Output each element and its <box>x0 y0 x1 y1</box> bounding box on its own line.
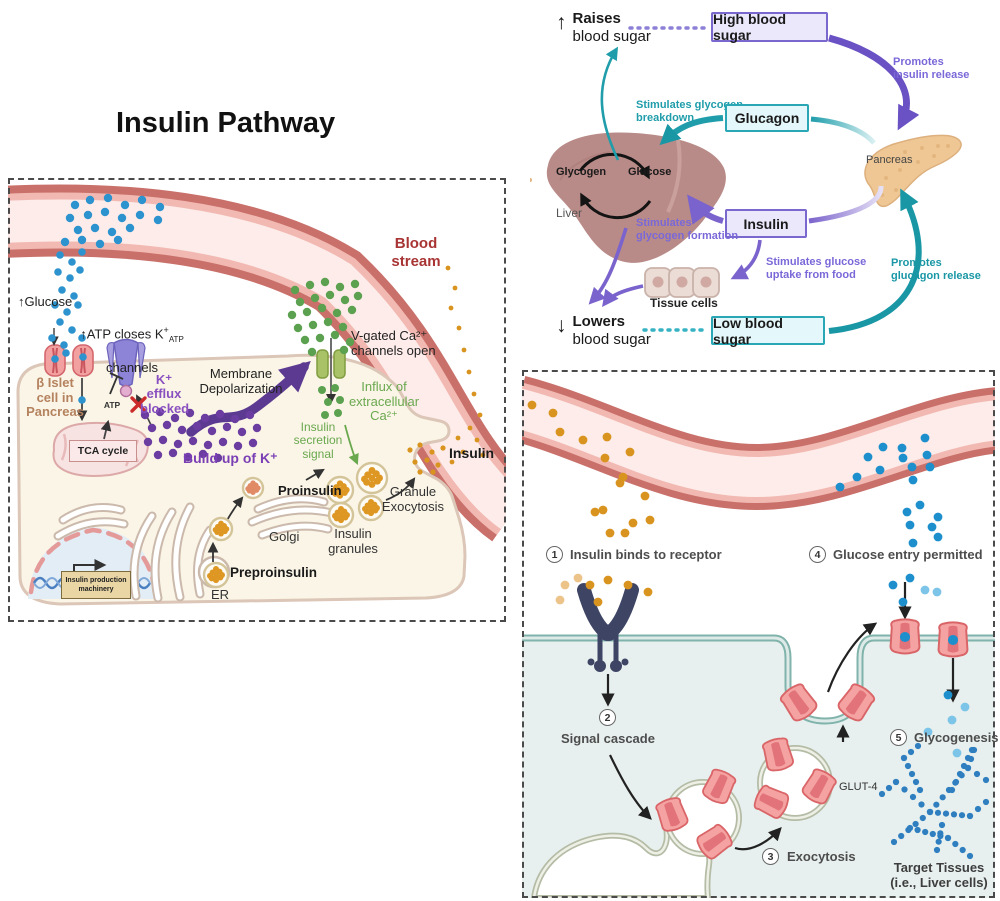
step4-number: 4 <box>809 546 826 563</box>
atp-label: ATP <box>103 400 121 410</box>
exocytosis-arrow <box>734 827 782 851</box>
liver-label: Liver <box>556 206 583 220</box>
low-blood-sugar-box: Low blood sugar <box>711 315 825 347</box>
blocked-ion <box>119 384 133 398</box>
blood-stream-label: Blood stream <box>391 235 441 270</box>
tca-cycle-box: TCA cycle <box>69 440 137 462</box>
proinsulin-label: Proinsulin <box>278 483 342 498</box>
secretion-signal-label: Insulin secretion signal <box>293 420 343 461</box>
membrane-depolarization-label: Membrane Depolarization <box>199 366 283 397</box>
step1-number: 1 <box>546 546 563 563</box>
liver-to-raises-arrow <box>600 46 620 161</box>
er-label: ER <box>211 587 230 602</box>
action-arrows <box>601 582 960 851</box>
step2-label: Signal cascade <box>561 731 655 746</box>
vesicle-to-membrane-arrow <box>826 622 878 693</box>
golgi-apparatus <box>247 494 337 540</box>
molecule-dots-lower <box>527 400 990 860</box>
insulin-receptor <box>577 583 639 672</box>
raises-label: ↑ Raises blood sugar <box>556 10 651 45</box>
cycle-arrows <box>588 26 922 334</box>
step4-label: Glucose entry permitted <box>833 547 983 562</box>
insulin-released-label: Insulin <box>449 445 495 461</box>
vgated-label: V-gated Ca²⁺ channels open <box>351 328 436 359</box>
step3-label: Exocytosis <box>787 849 856 864</box>
step5-label: Glycogenesis <box>914 730 999 745</box>
granule-exocytosis-label: Granule Exocytosis <box>381 484 445 515</box>
liver-illustration <box>546 132 726 263</box>
pancreas-illustration <box>530 134 962 208</box>
insulin-action-illustration <box>522 376 995 898</box>
stim-uptake-label: Stimulates glucose uptake from food <box>766 256 867 281</box>
cell-interior <box>522 638 995 898</box>
glut4-label: GLUT-4 <box>839 781 878 793</box>
preproinsulin-label: Preproinsulin <box>230 565 318 580</box>
insulin-to-liver-arrow <box>687 194 724 225</box>
tissue-to-lowers-arrow <box>602 284 644 307</box>
stim-formation-label: Stimulates glycogen formation <box>636 217 739 242</box>
blood-vessel-lower <box>522 376 995 511</box>
target-tissues-label: Target Tissues (i.e., Liver cells) <box>890 860 988 890</box>
low-to-pancreas-arrow <box>828 188 922 334</box>
page-title: Insulin Pathway <box>116 107 336 139</box>
liver-to-lowers-arrow <box>588 227 628 305</box>
golgi-label: Golgi <box>269 529 300 544</box>
red-x <box>130 396 147 413</box>
insulin-box: Insulin <box>725 209 807 238</box>
insulin-to-pancreas-arrow <box>808 185 884 224</box>
katp-channel <box>106 338 146 398</box>
step3-number: 3 <box>762 848 779 865</box>
influx-label: Influx of extracellular Ca²⁺ <box>348 379 420 424</box>
cascade-arrow <box>609 754 652 820</box>
depolarization-arrow <box>186 360 311 437</box>
glucose-liver-label: Glucose <box>628 166 672 178</box>
pathway-arrows <box>49 328 416 562</box>
high-to-pancreas-arrow <box>828 34 920 131</box>
lowers-label: ↓ Lowers blood sugar <box>556 313 651 348</box>
insulin-machinery-box: Insulin production machinery <box>61 571 131 599</box>
secretion-arrow <box>344 424 359 465</box>
up-arrow-icon: ↑ <box>556 11 567 34</box>
atp-closes-label: ↑ATP closes K+ATP channels <box>80 325 184 376</box>
k-efflux-label: K⁺ efflux blocked <box>140 372 190 416</box>
promotes-glucagon-label: Promotes glucagon release <box>891 257 981 282</box>
glut4-transporters <box>655 618 969 860</box>
step5-number: 5 <box>890 729 907 746</box>
secretory-granules <box>202 461 389 589</box>
tissue-cells-illustration <box>644 267 720 298</box>
pancreas-label: Pancreas <box>866 154 913 166</box>
blood-vessel <box>8 184 506 542</box>
promotes-insulin-label: Promotes insulin release <box>893 56 970 81</box>
glycogen-label: Glycogen <box>556 166 607 178</box>
insulin-granules-label: Insulin granules <box>328 526 378 557</box>
high-blood-sugar-box: High blood sugar <box>711 11 828 43</box>
step2-number: 2 <box>599 709 616 726</box>
buildup-k-label: Build up of K⁺ <box>183 450 278 466</box>
glucose-up-label: ↑Glucose <box>18 294 73 309</box>
blood-sugar-cycle-illustration <box>530 26 962 334</box>
tissue-cells-label: Tissue cells <box>650 296 718 310</box>
molecule-dots <box>48 193 486 475</box>
beta-cell-label: β Islet cell in Pancreas <box>26 375 84 420</box>
down-arrow-icon: ↓ <box>556 314 567 337</box>
glucagon-box: Glucagon <box>725 104 809 132</box>
glucagon-to-pancreas-arrow <box>810 116 876 145</box>
cell-membrane <box>522 634 995 725</box>
glucagon-to-liver-arrow <box>659 115 724 146</box>
beta-cell-pathway-illustration <box>8 184 506 606</box>
step1-label: Insulin binds to receptor <box>570 547 722 562</box>
insulin-to-tissue-arrow <box>730 239 762 280</box>
calcium-channel <box>316 349 346 379</box>
